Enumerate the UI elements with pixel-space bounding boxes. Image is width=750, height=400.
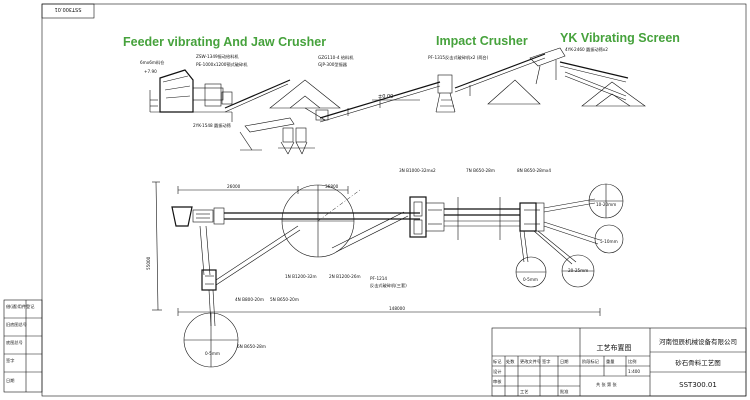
stage-label: 阶段标记	[582, 358, 600, 365]
label-belt-top2: GJP-300型振器	[318, 61, 348, 68]
label-pile-10-20: 10-20mm	[596, 202, 616, 207]
left-legend-strip: 借(通)用件登记 旧底图总号 底图总号 签字 日期	[3, 299, 43, 393]
sign-label-4: 日期	[560, 359, 568, 365]
jaw-crusher	[204, 83, 222, 107]
plan-pile-5-10	[594, 224, 624, 254]
feed-bin	[159, 69, 194, 113]
heading-vibrating-screen: YK Vibrating Screen	[560, 31, 680, 45]
label-impact: PF-1315反击式破碎机x2 (两台)	[428, 54, 489, 61]
legend-1: 旧底图总号	[6, 321, 27, 328]
belt-conveyor-1	[224, 79, 291, 109]
label-pile-5-10: 5-10mm	[600, 239, 618, 244]
label-belt-3n: 3N B1000-32mx2	[399, 168, 436, 173]
title-project: 砂石骨料工艺图	[675, 358, 721, 367]
svg-text:SST300.01: SST300.01	[55, 6, 82, 12]
label-pile-0-5: 0-5mm	[523, 277, 538, 282]
title-drawing-name: 工艺布置图	[597, 343, 632, 352]
label-belt-4n: 4N B800-20m	[235, 297, 264, 302]
title-code: SST300.01	[679, 381, 717, 389]
label-bin: 6mx6m料仓	[140, 59, 165, 66]
legend-3: 签字	[6, 357, 14, 363]
vibrating-screen-elev	[529, 47, 566, 67]
belt-conveyor-4	[559, 61, 629, 79]
screen-detail	[244, 117, 295, 133]
label-belt-5n: 5N B650-20m	[270, 297, 299, 302]
belt-conveyor-3	[454, 53, 546, 89]
plan-screen	[519, 202, 537, 232]
level-zero-label: ±0.00	[378, 94, 393, 100]
label-impact-plan2: 反击式破碎机(三套)	[370, 282, 407, 289]
role-label-3: 批准	[560, 388, 568, 395]
drawing-border	[41, 3, 747, 397]
sign-label-0: 标记	[493, 358, 502, 365]
label-screen: 4YK-2460 圆振动筛x2	[565, 46, 608, 53]
label-belt-1n: 1N B1200-32m	[285, 274, 317, 279]
dim-height: 55000	[146, 256, 151, 270]
label-belt-2n: 2N B1200-26m	[329, 274, 361, 279]
stockpile-2	[487, 79, 541, 105]
label-belt-7n: 7N B650-28m	[466, 168, 495, 173]
label-feeder: ZSW-1349振动给料机	[196, 53, 239, 60]
dim-total: 148000	[389, 306, 405, 311]
plan-view: 55000 26000 36800 148000	[146, 168, 624, 368]
label-belt-top: GZG110-4 给料机	[318, 54, 354, 61]
label-under-screen: 2YK-1548 圆振动筛	[193, 122, 231, 129]
title-block: 工艺布置图 河南恒辰机械设备有限公司 砂石骨料工艺图 SST300.01 标记 …	[491, 327, 747, 397]
label-belt-8n: 8N B650-28mx4	[517, 168, 551, 173]
label-impact-plan: PF-1214	[370, 276, 387, 281]
heading-jaw-crusher: Feeder vibrating And Jaw Crusher	[123, 35, 326, 49]
dim-26000: 26000	[227, 184, 241, 189]
sign-label-3: 签字	[542, 358, 550, 364]
label-jaw: PE-1000x1200颚式破碎机	[196, 61, 248, 68]
weight-label: 重量	[606, 358, 614, 365]
vibrating-feeder	[192, 87, 224, 101]
sign-label-1: 处数	[506, 358, 515, 365]
plan-impact-crusher	[409, 196, 427, 238]
label-belt-6n: 6N B650-28m	[237, 344, 266, 349]
legend-2: 底图总号	[6, 339, 23, 346]
drawing-code-box: SST300.01	[41, 3, 95, 19]
scale-value: 1:400	[628, 369, 640, 374]
title-company: 河南恒辰机械设备有限公司	[659, 337, 737, 346]
legend-4: 日期	[6, 378, 14, 384]
label-pile-main: 0-5mm	[205, 351, 220, 356]
impact-crusher-elev	[437, 74, 453, 94]
legend-0: 借(通)用件登记	[6, 303, 35, 310]
heading-impact-crusher: Impact Crusher	[436, 34, 528, 48]
plan-bin	[171, 206, 193, 227]
role-label-2: 工艺	[520, 389, 528, 394]
sign-label-2: 更改文件号	[520, 358, 541, 365]
plan-jaw	[213, 207, 225, 225]
role-label-1: 审核	[493, 378, 502, 385]
label-pile-20-25: 20-25mm	[568, 268, 588, 273]
plan-feeder	[192, 209, 214, 223]
ratio-label: 比例	[628, 358, 636, 365]
stockpile-3	[581, 81, 646, 107]
sheet-label: 共 张 第 张	[596, 381, 618, 388]
elevation-view: ±0.00 6mx6m料仓 +7.90 ZSW-134	[140, 46, 646, 155]
label-level-plus: +7.90	[144, 69, 157, 74]
dim-36800: 36800	[325, 184, 339, 189]
role-label-0: 设计	[493, 368, 501, 375]
